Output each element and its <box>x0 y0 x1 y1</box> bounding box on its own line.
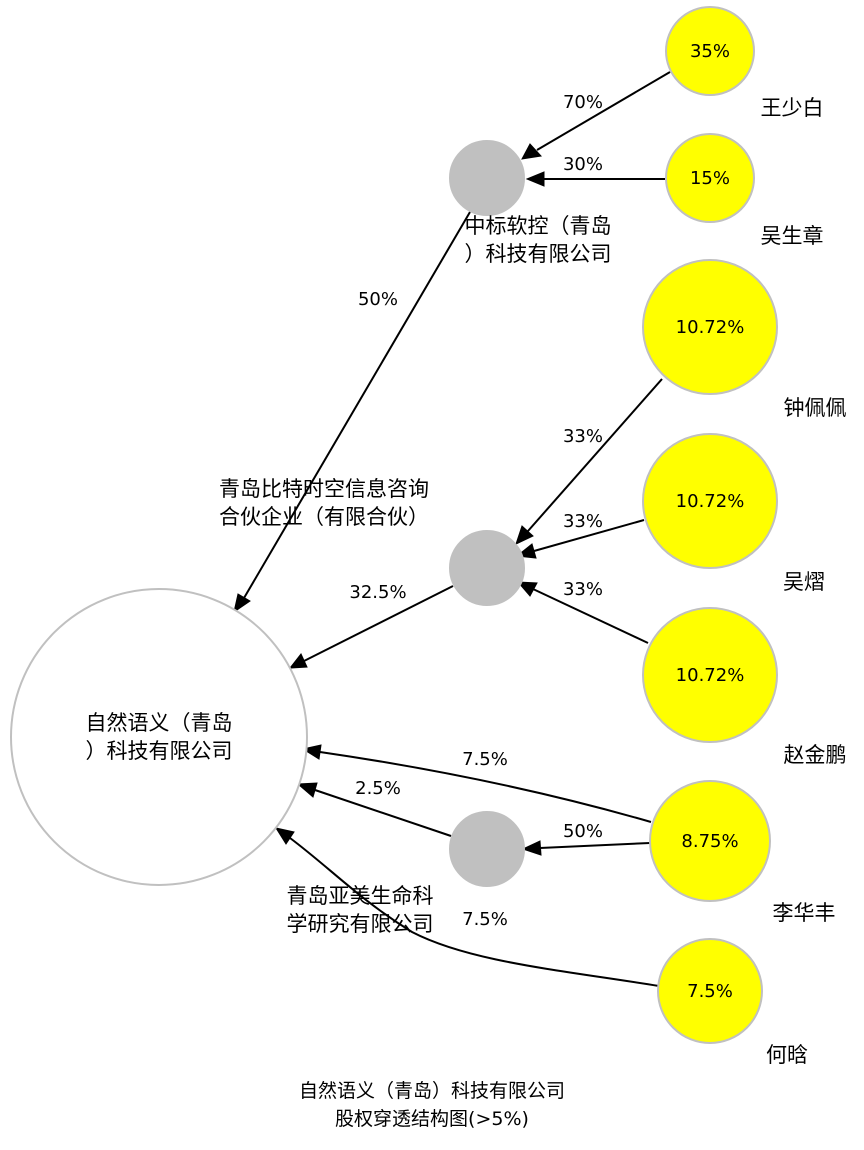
edge-percentage-label: 32.5% <box>349 582 406 603</box>
edges-layer: 70% 30% 50% 33% 33% 33% 32.5% 7.5% 50% 2.5% 7.5% <box>233 71 671 987</box>
node-percentage: 10.72% <box>676 491 745 512</box>
arrow-head <box>233 593 251 614</box>
edge-percentage-label: 33% <box>563 579 603 600</box>
person-node-circle[interactable] <box>642 607 778 743</box>
node-name-label: 吴生章 <box>761 224 824 248</box>
edge-wsz-to-zb: 30% <box>525 154 665 187</box>
edge-percentage-label: 33% <box>563 511 603 532</box>
arrow-head <box>296 782 318 798</box>
node-name-label: 合伙企业（有限合伙） <box>219 505 429 529</box>
arrow-head <box>516 581 538 597</box>
node-name-label: 何晗 <box>766 1043 808 1067</box>
edge-zpp-to-qd: 33% <box>515 378 663 545</box>
target-company-name: ）科技有限公司 <box>86 739 233 763</box>
edge-percentage-label: 30% <box>563 154 603 175</box>
edge-line <box>539 842 651 849</box>
node-name-label: ）科技有限公司 <box>465 242 612 266</box>
node-lhf[interactable]: 8.75% 李华丰 <box>649 780 836 925</box>
node-name-label: 中标软控（青岛 <box>465 214 612 238</box>
node-percentage: 35% <box>690 41 730 62</box>
edge-hh-to-main: 7.5% <box>274 827 660 987</box>
node-wy[interactable]: 10.72% 吴熠 <box>642 433 825 594</box>
edge-qd-to-main: 32.5% <box>288 582 454 669</box>
target-node-circle[interactable] <box>10 588 308 886</box>
node-percentage: 10.72% <box>676 317 745 338</box>
edge-percentage-label: 70% <box>563 92 603 113</box>
node-wsb[interactable]: 35% 王少白 <box>665 6 824 120</box>
edge-wy-to-qd: 33% <box>515 511 645 559</box>
edge-percentage-label: 50% <box>563 821 603 842</box>
node-percentage: 7.5% <box>687 981 733 1002</box>
person-node-circle[interactable] <box>642 433 778 569</box>
caption-line-1: 自然语义（青岛）科技有限公司 <box>299 1080 565 1102</box>
edge-line <box>243 211 471 599</box>
edge-lhf-to-main: 7.5% <box>301 744 652 823</box>
node-zb[interactable]: 中标软控（青岛 ）科技有限公司 <box>449 140 612 266</box>
edge-line <box>527 378 663 532</box>
arrow-head <box>521 840 542 856</box>
edge-line <box>289 837 660 987</box>
arrow-head <box>521 143 542 160</box>
node-name-label: 青岛比特时空信息咨询 <box>219 477 429 501</box>
node-name-label: 学研究有限公司 <box>287 912 434 936</box>
edge-line <box>532 588 649 644</box>
person-node-circle[interactable] <box>649 780 771 902</box>
edge-percentage-label: 7.5% <box>462 909 508 930</box>
edge-line <box>319 751 652 823</box>
node-zpp[interactable]: 10.72% 钟佩佩 <box>642 259 847 420</box>
node-percentage: 15% <box>690 168 730 189</box>
person-node-circle[interactable] <box>665 133 755 223</box>
arrow-head <box>274 827 295 845</box>
edge-ya-to-main: 2.5% <box>296 778 452 837</box>
caption-line-2: 股权穿透结构图(>5%) <box>335 1108 529 1130</box>
arrow-head <box>525 171 545 187</box>
edge-lhf-to-ya: 50% <box>521 821 651 856</box>
node-percentage: 10.72% <box>676 665 745 686</box>
edge-line <box>303 585 454 662</box>
edge-percentage-label: 2.5% <box>355 778 401 799</box>
node-name-label: 王少白 <box>761 96 824 120</box>
node-percentage: 8.75% <box>681 831 738 852</box>
node-name-label: 李华丰 <box>773 901 836 925</box>
person-node-circle[interactable] <box>642 259 778 395</box>
company-node-circle[interactable] <box>449 811 525 887</box>
edge-percentage-label: 50% <box>358 289 398 310</box>
node-name-label: 吴熠 <box>783 570 825 594</box>
edge-line <box>533 519 645 552</box>
nodes-layer: 自然语义（青岛）科技有限公司中标软控（青岛）科技有限公司青岛比特时空信息咨询合伙… <box>10 6 847 1067</box>
node-main[interactable]: 自然语义（青岛 ）科技有限公司 <box>10 588 308 886</box>
edge-zb-to-main: 50% <box>233 211 471 614</box>
person-node-circle[interactable] <box>665 6 755 96</box>
node-hh[interactable]: 7.5% 何晗 <box>657 938 808 1067</box>
arrow-head <box>515 525 534 545</box>
node-wsz[interactable]: 15% 吴生章 <box>665 133 824 248</box>
person-node-circle[interactable] <box>657 938 763 1044</box>
edge-percentage-label: 33% <box>563 426 603 447</box>
node-zjp[interactable]: 10.72% 赵金鹏 <box>642 607 847 767</box>
edge-zjp-to-qd: 33% <box>516 579 649 644</box>
edge-line <box>314 789 452 837</box>
arrow-head <box>288 653 308 669</box>
diagram-caption: 自然语义（青岛）科技有限公司 股权穿透结构图(>5%) <box>299 1080 565 1130</box>
node-name-label: 赵金鹏 <box>784 743 847 767</box>
edge-percentage-label: 7.5% <box>462 749 508 770</box>
company-node-circle[interactable] <box>449 530 525 606</box>
edge-wsb-to-zb: 70% <box>521 71 671 160</box>
target-company-name: 自然语义（青岛 <box>86 711 233 735</box>
edge-line <box>536 71 671 151</box>
node-name-label: 钟佩佩 <box>784 396 847 420</box>
company-node-circle[interactable] <box>449 140 525 216</box>
node-name-label: 青岛亚美生命科 <box>287 884 434 908</box>
